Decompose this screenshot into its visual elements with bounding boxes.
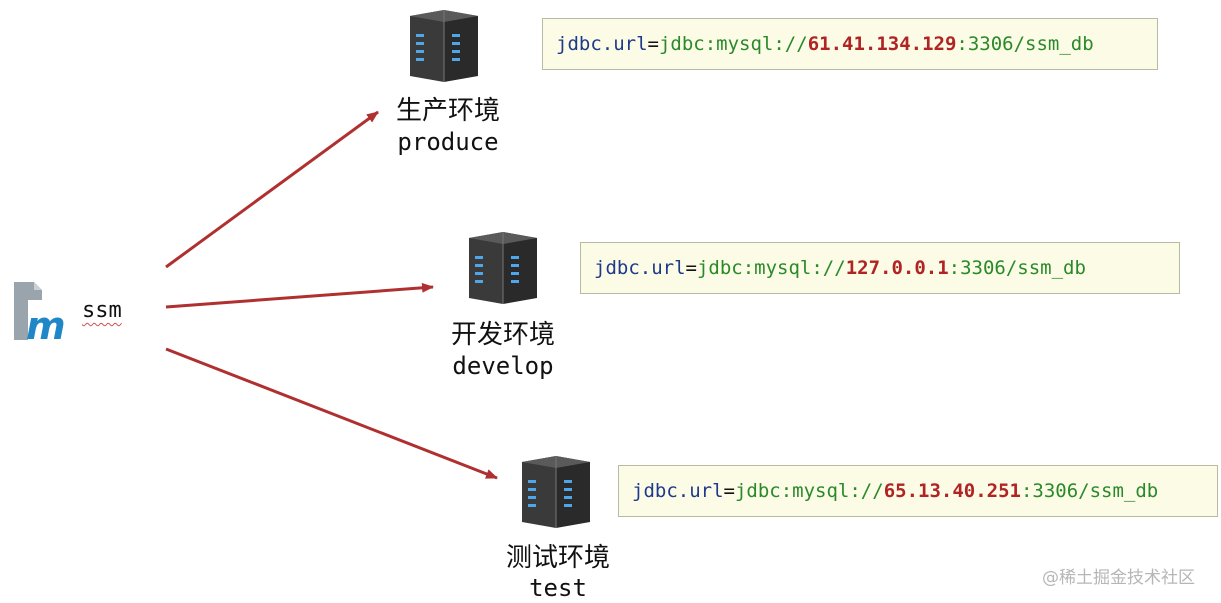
config-suffix: :3306/ssm_db	[1020, 480, 1159, 502]
config-key: jdbc.url	[632, 480, 724, 502]
config-ip: 65.13.40.251	[883, 480, 1021, 502]
config-suffix: :3306/ssm_db	[948, 257, 1086, 279]
config-ip: 61.41.134.129	[807, 33, 957, 55]
project-name-label: ssm	[82, 298, 122, 323]
arrow-to-produce	[165, 110, 379, 269]
config-key: jdbc.url	[594, 257, 686, 279]
test-server-icon	[522, 456, 590, 528]
config-prefix: jdbc:mysql://	[696, 257, 846, 279]
produce-server-icon	[410, 10, 478, 82]
config-eq: =	[647, 33, 659, 55]
config-ip: 127.0.0.1	[845, 257, 949, 279]
produce-env-name: produce	[397, 128, 499, 156]
config-suffix: :3306/ssm_db	[956, 33, 1094, 55]
config-prefix: jdbc:mysql://	[658, 33, 808, 55]
arrow-to-develop	[165, 282, 434, 309]
test-jdbc-config: jdbc.url=jdbc:mysql://65.13.40.251:3306/…	[618, 465, 1218, 517]
svg-text:m: m	[26, 304, 66, 344]
config-eq: =	[723, 480, 735, 502]
produce-env-title: 生产环境	[395, 96, 500, 126]
develop-env-title: 开发环境	[450, 320, 555, 350]
test-env-name: test	[529, 574, 587, 602]
arrow-to-test	[165, 347, 498, 480]
produce-jdbc-config: jdbc.url=jdbc:mysql://61.41.134.129:3306…	[542, 18, 1158, 70]
develop-env-name: develop	[452, 352, 554, 380]
develop-jdbc-config: jdbc.url=jdbc:mysql://127.0.0.1:3306/ssm…	[580, 242, 1180, 294]
develop-server-icon	[469, 232, 537, 304]
maven-logo-icon: m	[14, 282, 66, 344]
test-env-title: 测试环境	[505, 543, 610, 573]
config-eq: =	[685, 257, 697, 279]
config-key: jdbc.url	[556, 33, 648, 55]
watermark: @稀土掘金技术社区	[1042, 568, 1195, 588]
config-prefix: jdbc:mysql://	[734, 480, 884, 502]
